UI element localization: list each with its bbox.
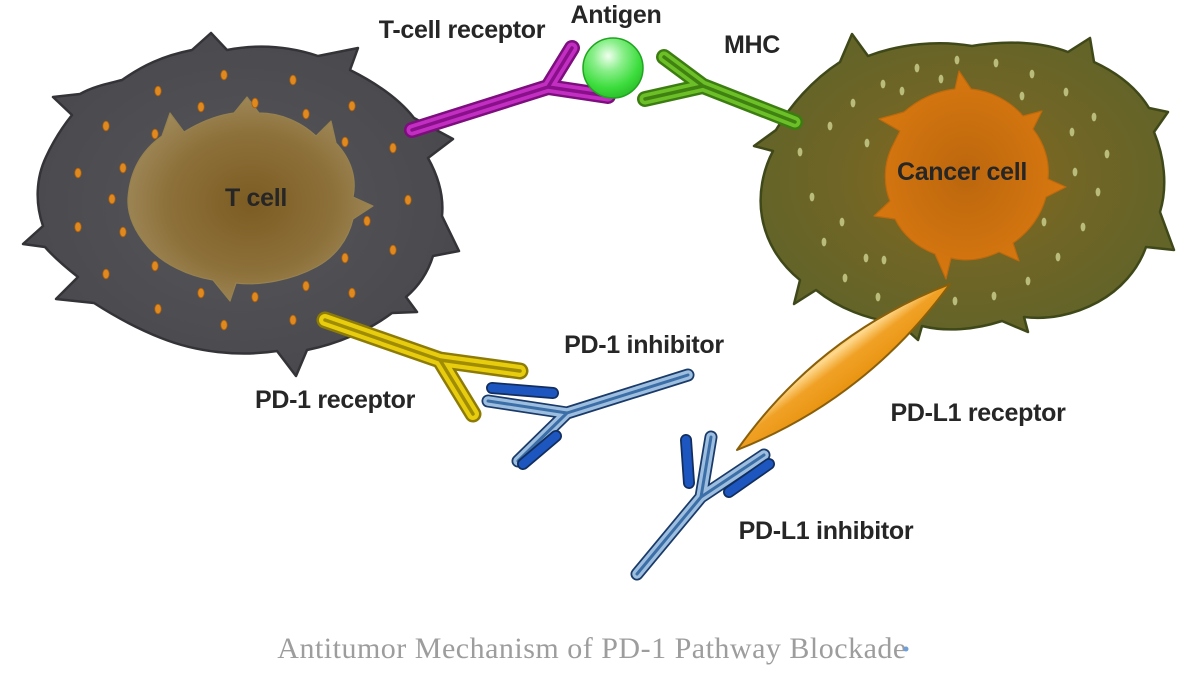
speck-dot bbox=[797, 147, 803, 157]
pd1-inhibitor-label: PD-1 inhibitor bbox=[564, 331, 724, 359]
granule-dot bbox=[363, 215, 371, 227]
caption-footnote-mark bbox=[903, 646, 909, 652]
granule-dot bbox=[151, 260, 159, 272]
speck-dot bbox=[827, 121, 833, 131]
granule-dot bbox=[404, 194, 412, 206]
tcr-fill bbox=[406, 42, 614, 136]
speck-dot bbox=[864, 138, 870, 148]
granule-dot bbox=[302, 280, 310, 292]
granule-dot bbox=[154, 303, 162, 315]
antigen: Antigen bbox=[571, 1, 662, 99]
granule-dot bbox=[302, 108, 310, 120]
speck-dot bbox=[899, 86, 905, 96]
granule-dot bbox=[220, 319, 228, 331]
granule-dot bbox=[154, 85, 162, 97]
granule-dot bbox=[119, 162, 127, 174]
speck-dot bbox=[1104, 149, 1110, 159]
pdl1-inhibitor-label: PD-L1 inhibitor bbox=[739, 517, 914, 545]
granule-dot bbox=[102, 120, 110, 132]
pd1-inhibitor-midline bbox=[486, 373, 690, 463]
speck-dot bbox=[842, 273, 848, 283]
cancer-cell: Cancer cell bbox=[752, 32, 1176, 342]
pdl1-inhibitor-chains bbox=[681, 435, 774, 497]
pdl1-spindle bbox=[736, 283, 951, 451]
granule-dot bbox=[348, 287, 356, 299]
speck-dot bbox=[821, 237, 827, 247]
speck-dot bbox=[850, 98, 856, 108]
speck-dot bbox=[938, 74, 944, 84]
granule-dot bbox=[74, 167, 82, 179]
speck-dot bbox=[1095, 187, 1101, 197]
speck-dot bbox=[1025, 276, 1031, 286]
granule-dot bbox=[289, 314, 297, 326]
t-cell: T cell bbox=[21, 31, 461, 378]
speck-dot bbox=[880, 79, 886, 89]
speck-dot bbox=[914, 63, 920, 73]
t-cell-receptor: T-cell receptor bbox=[379, 16, 616, 138]
granule-dot bbox=[74, 221, 82, 233]
granule-dot bbox=[348, 100, 356, 112]
mhc-label: MHC bbox=[724, 31, 780, 59]
cancer-cell-specks bbox=[797, 55, 1110, 310]
speck-dot bbox=[1029, 69, 1035, 79]
speck-dot bbox=[991, 291, 997, 301]
pd1-receptor-label: PD-1 receptor bbox=[255, 386, 416, 414]
speck-dot bbox=[863, 253, 869, 263]
speck-dot bbox=[1091, 112, 1097, 122]
speck-dot bbox=[1055, 252, 1061, 262]
speck-dot bbox=[881, 255, 887, 265]
pdl1-inhibitor: PD-L1 inhibitor bbox=[630, 430, 914, 581]
cancer-cell-label: Cancer cell bbox=[897, 158, 1027, 186]
speck-dot bbox=[809, 192, 815, 202]
granule-dot bbox=[251, 97, 259, 109]
granule-dot bbox=[102, 268, 110, 280]
antigen-label: Antigen bbox=[571, 1, 662, 29]
t-cell-nucleus bbox=[127, 96, 374, 302]
speck-dot bbox=[1041, 217, 1047, 227]
pd1-inhibitor-chains bbox=[487, 383, 561, 469]
speck-dot bbox=[954, 55, 960, 65]
granule-dot bbox=[341, 252, 349, 264]
granule-dot bbox=[119, 226, 127, 238]
pd1-receptor: PD-1 receptor bbox=[255, 311, 529, 423]
cancer-cell-nucleus bbox=[873, 70, 1067, 280]
granule-dot bbox=[251, 291, 259, 303]
speck-dot bbox=[993, 58, 999, 68]
pd1-receptor-midline bbox=[323, 318, 522, 416]
granule-dot bbox=[389, 142, 397, 154]
pdl1-receptor-label: PD-L1 receptor bbox=[890, 399, 1066, 427]
caption: Antitumor Mechanism of PD-1 Pathway Bloc… bbox=[277, 632, 909, 665]
speck-dot bbox=[952, 296, 958, 306]
mhc-midline bbox=[643, 55, 797, 124]
speck-dot bbox=[1080, 222, 1086, 232]
caption-text: Antitumor Mechanism of PD-1 Pathway Bloc… bbox=[277, 632, 906, 665]
speck-dot bbox=[1063, 87, 1069, 97]
t-cell-receptor-label: T-cell receptor bbox=[379, 16, 546, 44]
granule-dot bbox=[197, 287, 205, 299]
t-cell-granules bbox=[74, 69, 412, 331]
granule-dot bbox=[389, 244, 397, 256]
granule-dot bbox=[197, 101, 205, 113]
granule-dot bbox=[220, 69, 228, 81]
pd1-inhibitor: PD-1 inhibitor bbox=[481, 331, 725, 470]
antigen-sphere bbox=[582, 37, 644, 99]
speck-dot bbox=[1072, 167, 1078, 177]
pdl1-inhibitor-midline bbox=[635, 435, 766, 576]
speck-dot bbox=[875, 292, 881, 302]
speck-dot bbox=[839, 217, 845, 227]
pdl1-receptor: PD-L1 receptor bbox=[736, 283, 1066, 451]
speck-dot bbox=[1069, 127, 1075, 137]
mhc: MHC bbox=[637, 31, 803, 130]
t-cell-label: T cell bbox=[225, 184, 287, 212]
speck-dot bbox=[1019, 91, 1025, 101]
granule-dot bbox=[341, 136, 349, 148]
granule-dot bbox=[151, 128, 159, 140]
granule-dot bbox=[108, 193, 116, 205]
granule-dot bbox=[289, 74, 297, 86]
